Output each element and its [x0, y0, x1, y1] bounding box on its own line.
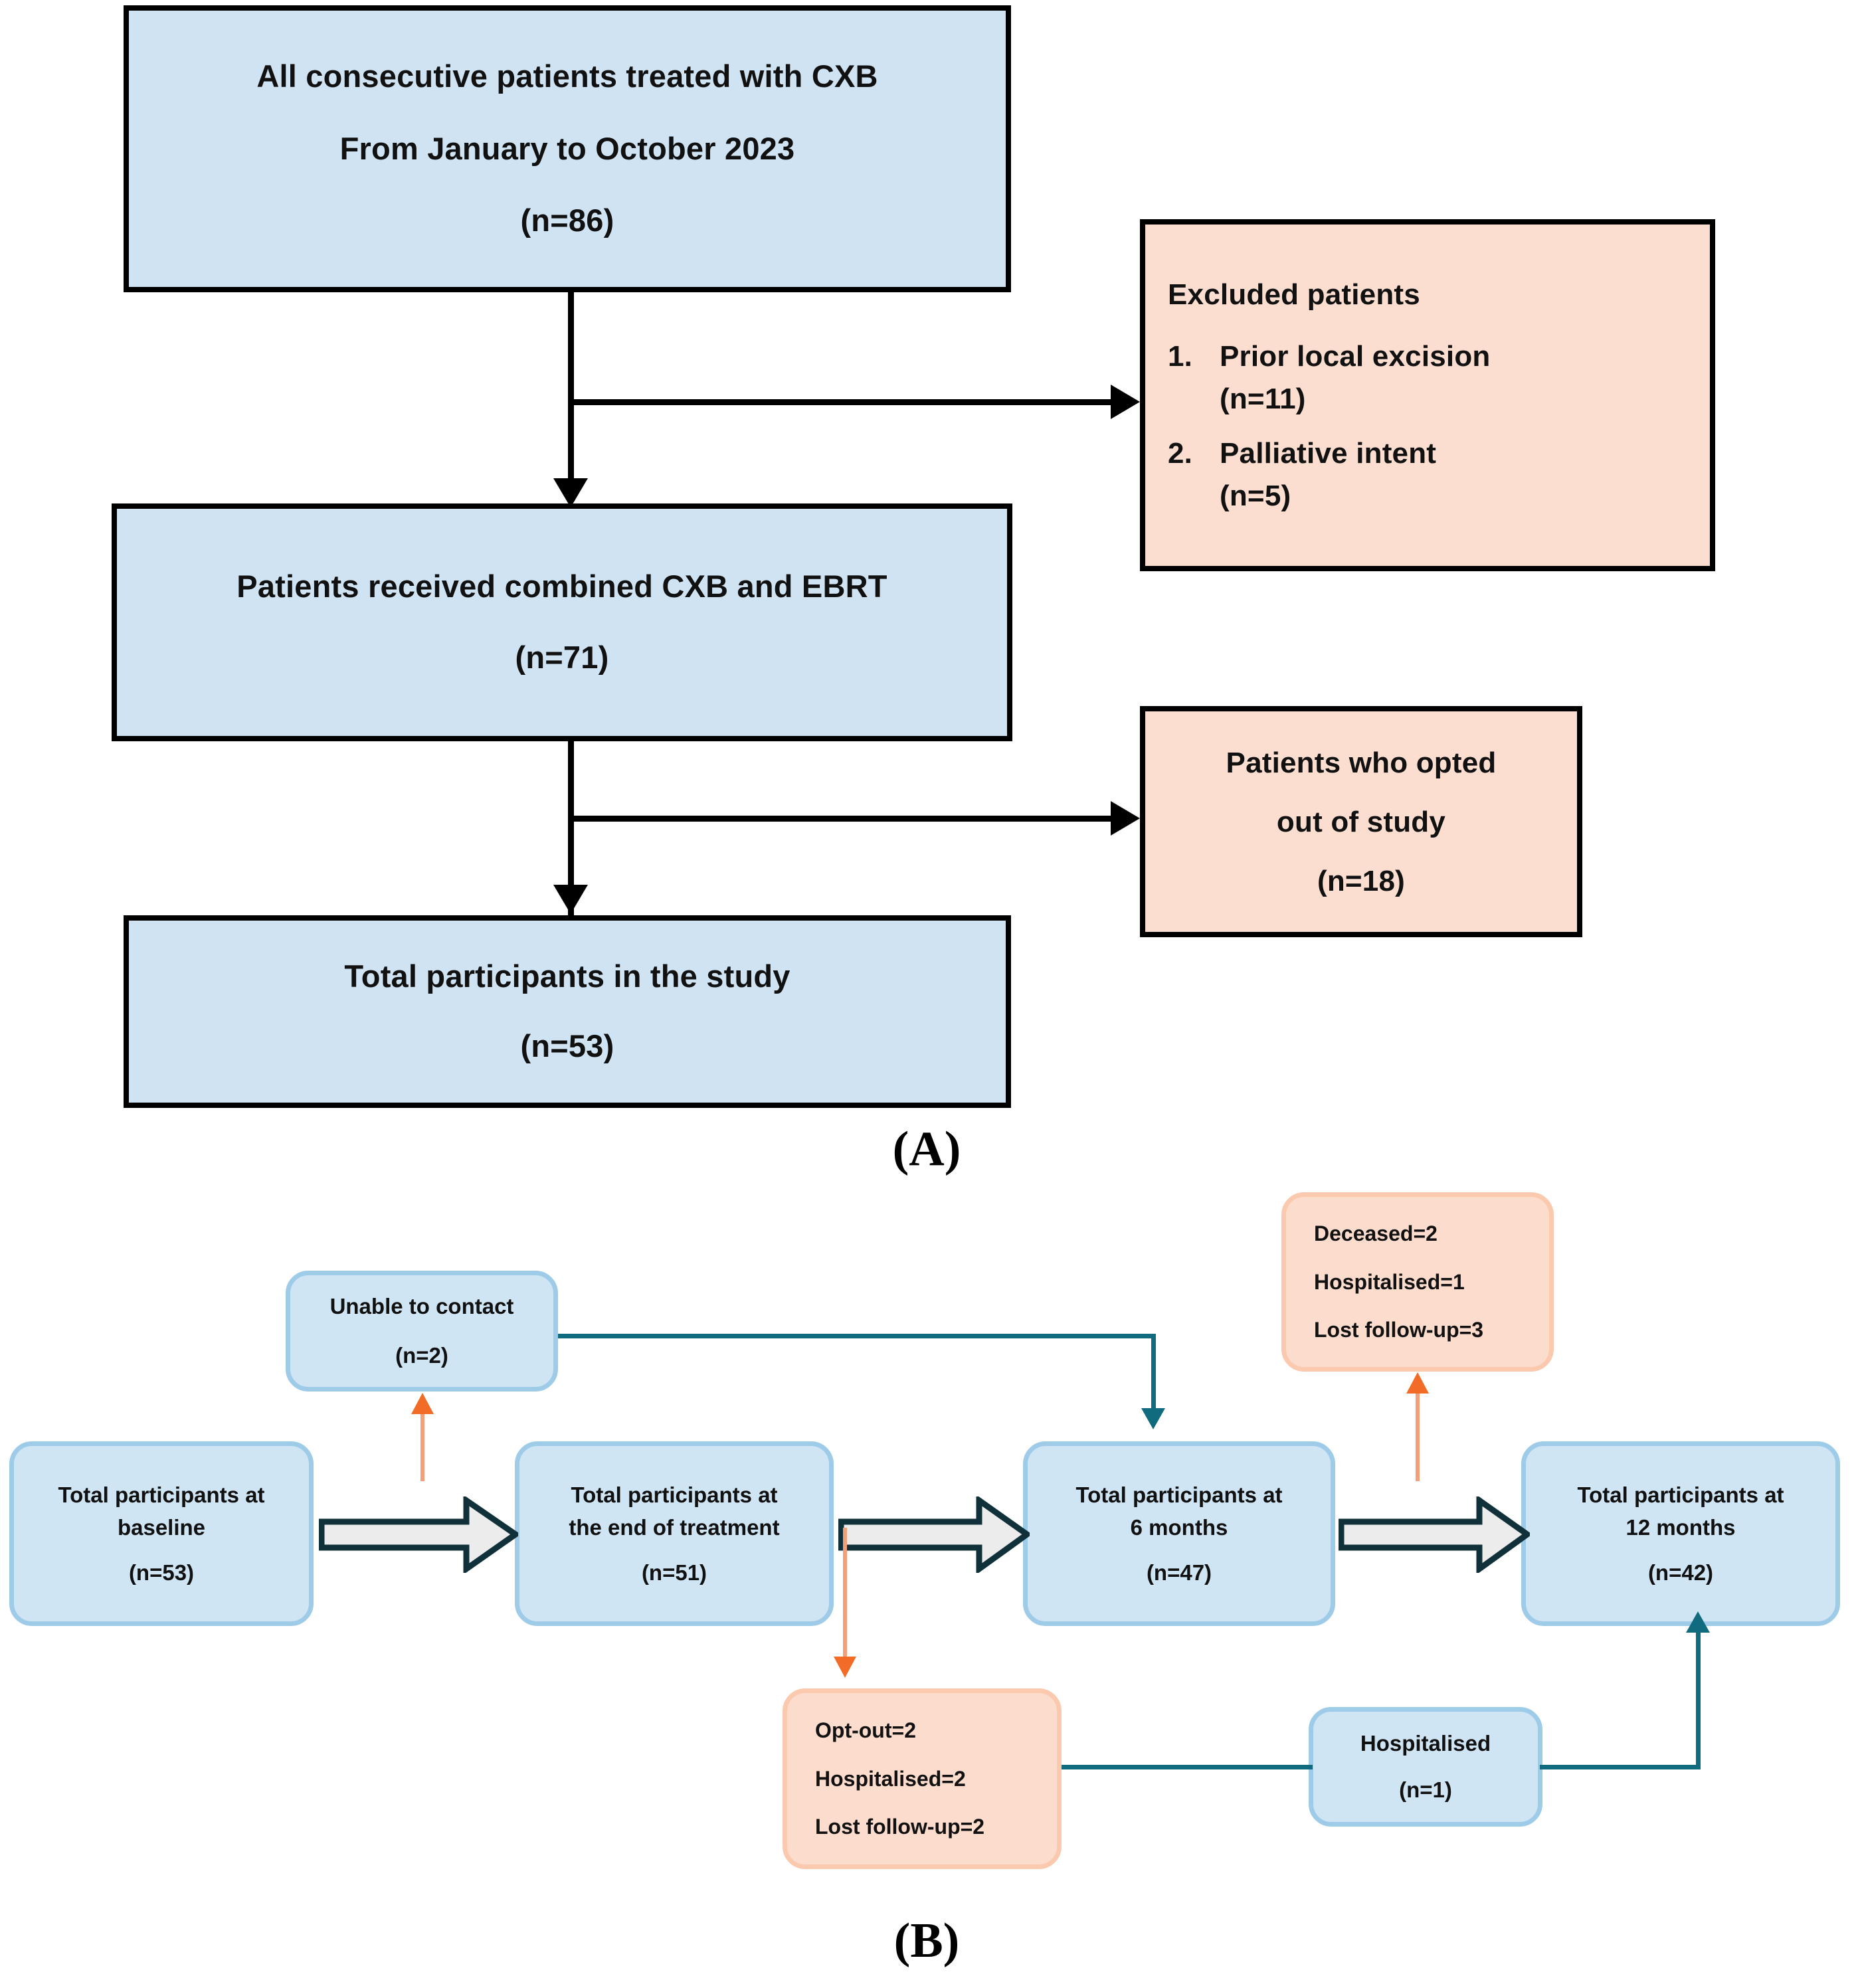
panel-b-teal-connector-vertical-1 — [1151, 1334, 1156, 1418]
deceased-line-2: Hospitalised=1 — [1314, 1269, 1465, 1294]
end-treatment-count: (n=51) — [641, 1560, 707, 1585]
panel-b-end-treatment-box: Total participants at the end of treatme… — [515, 1441, 834, 1626]
panel-b-baseline-box: Total participants at baseline (n=53) — [9, 1441, 314, 1626]
end-treatment-line-2: the end of treatment — [569, 1515, 780, 1540]
deceased-line-3: Lost follow-up=3 — [1314, 1318, 1484, 1342]
panel-a-label: (A) — [892, 1122, 961, 1176]
optout-losses-line-2: Hospitalised=2 — [815, 1766, 966, 1791]
panel-a-arrow-down-to-total — [553, 885, 588, 914]
panel-b-unable-contact-box: Unable to contact (n=2) — [286, 1271, 558, 1392]
panel-b-teal-connector-vertical-2 — [1696, 1633, 1701, 1769]
panel-a-arrow-right-to-excluded — [1111, 385, 1140, 419]
six-months-count: (n=47) — [1146, 1560, 1212, 1585]
excluded-item-reason: Prior local excision — [1220, 340, 1491, 373]
panel-b-orange-arrow-into-optout-losses-box — [834, 1657, 856, 1678]
panel-b-teal-connector-horizontal-2 — [1062, 1765, 1313, 1769]
optout-losses-line-3: Lost follow-up=2 — [815, 1815, 985, 1839]
panel-b-hospitalised-box: Hospitalised (n=1) — [1309, 1707, 1542, 1827]
panel-a-combined-box: Patients received combined CXB and EBRT … — [112, 503, 1012, 741]
panel-b-teal-arrow-into-six-months — [1141, 1408, 1165, 1429]
total-count: (n=53) — [520, 1028, 614, 1063]
baseline-line-1: Total participants at — [58, 1483, 265, 1508]
panel-a-total-box: Total participants in the study (n=53) — [124, 915, 1011, 1108]
panel-b-block-arrow-six-months-to-twelve-months — [1339, 1496, 1530, 1573]
panel-a-connector-trunk-2 — [568, 741, 574, 935]
hospitalised-count: (n=1) — [1399, 1777, 1452, 1802]
optout-line-1: Patients who opted — [1226, 746, 1497, 779]
panel-b-orange-connector-vertical-3 — [843, 1528, 847, 1667]
total-line-1: Total participants in the study — [344, 958, 790, 994]
panel-b-block-arrow-end-treatment-to-six-months — [838, 1496, 1030, 1573]
combined-line-1: Patients received combined CXB and EBRT — [236, 569, 887, 604]
panel-a-connector-branch-optout — [568, 816, 1111, 822]
six-months-line-1: Total participants at — [1075, 1483, 1283, 1508]
excluded-item-number: 1. — [1168, 340, 1193, 373]
panel-b-orange-connector-vertical-1 — [420, 1401, 424, 1481]
panel-a-optout-box: Patients who opted out of study (n=18) — [1140, 706, 1582, 937]
excluded-item-number: 2. — [1168, 436, 1193, 470]
enrolled-count: (n=86) — [520, 203, 614, 238]
twelve-months-count: (n=42) — [1647, 1560, 1714, 1585]
panel-b-optout-losses-box: Opt-out=2 Hospitalised=2 Lost follow-up=… — [783, 1688, 1062, 1869]
six-months-line-2: 6 months — [1130, 1515, 1228, 1540]
panel-a-enrolled-box: All consecutive patients treated with CX… — [124, 5, 1011, 292]
panel-a-excluded-box: Excluded patients 1. Prior local excisio… — [1140, 219, 1715, 571]
excluded-reason-item: 2. Palliative intent (n=5) — [1168, 436, 1687, 513]
panel-b-twelve-months-box: Total participants at 12 months (n=42) — [1521, 1441, 1840, 1626]
excluded-title: Excluded patients — [1168, 278, 1420, 311]
enrolled-line-1: All consecutive patients treated with CX… — [256, 58, 878, 94]
unable-contact-line-1: Unable to contact — [329, 1294, 514, 1319]
deceased-line-1: Deceased=2 — [1314, 1221, 1438, 1246]
excluded-item-count: (n=5) — [1220, 479, 1291, 512]
excluded-reason-item: 1. Prior local excision (n=11) — [1168, 339, 1687, 416]
panel-b-label: (B) — [893, 1914, 960, 1968]
panel-a-connector-trunk-1 — [568, 292, 574, 499]
unable-contact-count: (n=2) — [395, 1343, 448, 1368]
panel-a-arrow-down-to-combined — [553, 478, 588, 507]
twelve-months-line-1: Total participants at — [1577, 1483, 1784, 1508]
optout-line-2: out of study — [1276, 805, 1446, 838]
hospitalised-line-1: Hospitalised — [1360, 1731, 1491, 1756]
panel-b-block-arrow-baseline-to-end-treatment — [319, 1496, 518, 1573]
excluded-item-count: (n=11) — [1220, 383, 1306, 416]
panel-b-teal-connector-horizontal-3 — [1540, 1765, 1701, 1769]
baseline-line-2: baseline — [117, 1515, 206, 1540]
optout-count: (n=18) — [1317, 864, 1406, 897]
excluded-item-reason: Palliative intent — [1220, 436, 1437, 470]
panel-b-orange-arrow-into-unable-contact — [411, 1393, 434, 1414]
baseline-count: (n=53) — [128, 1560, 195, 1585]
panel-b-teal-connector-horizontal-1 — [558, 1334, 1156, 1338]
panel-b-six-months-box: Total participants at 6 months (n=47) — [1023, 1441, 1335, 1626]
excluded-reason-list: 1. Prior local excision (n=11) 2. Pallia… — [1168, 339, 1687, 513]
panel-a-connector-branch-excluded — [568, 399, 1111, 405]
panel-b-deceased-losses-box: Deceased=2 Hospitalised=1 Lost follow-up… — [1281, 1192, 1554, 1372]
combined-count: (n=71) — [515, 640, 609, 675]
panel-b-orange-arrow-into-deceased-box — [1406, 1372, 1429, 1394]
panel-b-orange-connector-vertical-2 — [1416, 1383, 1420, 1481]
twelve-months-line-2: 12 months — [1626, 1515, 1736, 1540]
panel-b-teal-arrow-into-twelve-months — [1686, 1611, 1710, 1633]
panel-a-arrow-right-to-optout — [1111, 801, 1140, 836]
end-treatment-line-1: Total participants at — [571, 1483, 778, 1508]
optout-losses-line-1: Opt-out=2 — [815, 1718, 916, 1743]
enrolled-line-2: From January to October 2023 — [339, 130, 795, 166]
